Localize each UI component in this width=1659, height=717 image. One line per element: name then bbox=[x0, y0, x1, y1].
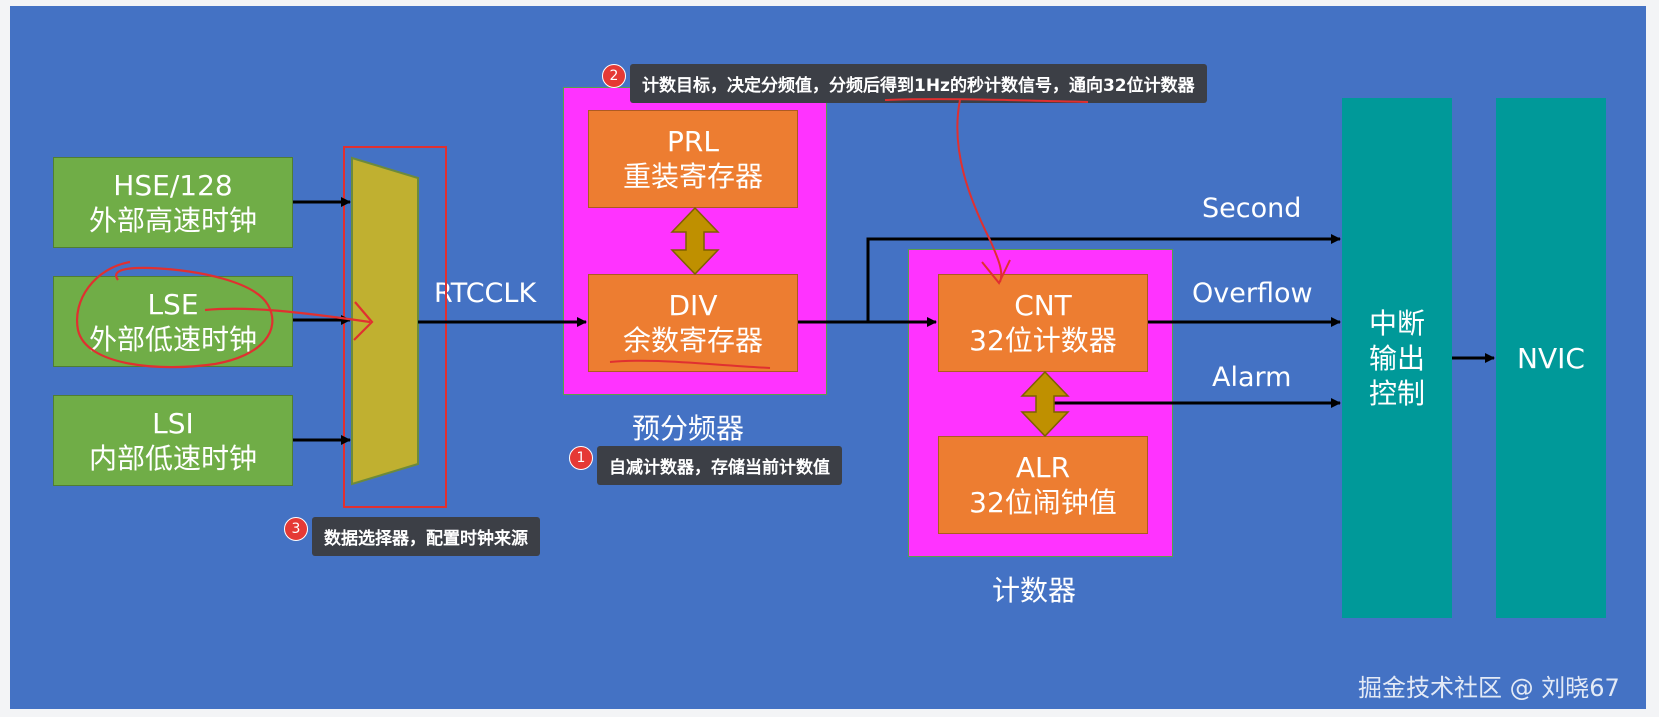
lse-desc: 外部低速时钟 bbox=[88, 322, 257, 356]
cnt-name: CNT bbox=[1014, 289, 1072, 322]
nvic-box: NVIC bbox=[1496, 98, 1606, 618]
lsi-name: LSI bbox=[152, 406, 194, 440]
cnt-register: CNT 32位计数器 bbox=[938, 274, 1148, 372]
rtcclk-label: RTCCLK bbox=[434, 278, 537, 309]
annotation-2-tooltip: 计数目标，决定分频值，分频后得到1Hz的秒计数信号，通向32位计数器 bbox=[630, 64, 1207, 103]
hse-name: HSE/128 bbox=[113, 168, 233, 202]
hse-desc: 外部高速时钟 bbox=[88, 203, 257, 237]
second-signal-arrow bbox=[866, 234, 1341, 322]
lsi-source-box: LSI 内部低速时钟 bbox=[53, 395, 293, 486]
nvic-label: NVIC bbox=[1517, 341, 1585, 375]
cnt-alr-double-arrow bbox=[1020, 370, 1070, 438]
overflow-signal-label: Overflow bbox=[1192, 278, 1313, 309]
prl-desc: 重装寄存器 bbox=[622, 160, 763, 193]
interrupt-line2: 输出 bbox=[1368, 341, 1425, 375]
annotation-3-tooltip: 数据选择器，配置时钟来源 bbox=[312, 517, 540, 556]
mux-highlight-box bbox=[343, 146, 447, 508]
lse-circle-mark bbox=[75, 260, 274, 369]
tooltip-underline-mark bbox=[884, 98, 1089, 103]
div-name: DIV bbox=[668, 289, 718, 322]
cnt-desc: 32位计数器 bbox=[969, 324, 1117, 357]
prl-div-double-arrow bbox=[670, 206, 720, 276]
lse-to-mux-mark bbox=[204, 301, 374, 341]
alr-name: ALR bbox=[1015, 451, 1071, 484]
hse-source-box: HSE/128 外部高速时钟 bbox=[53, 157, 293, 248]
annotation-1-tooltip: 自减计数器，存储当前计数值 bbox=[597, 446, 842, 485]
alr-register: ALR 32位闹钟值 bbox=[938, 436, 1148, 534]
watermark: 掘金技术社区 @ 刘晓67 bbox=[1358, 674, 1620, 702]
alr-desc: 32位闹钟值 bbox=[969, 486, 1117, 519]
lsi-desc: 内部低速时钟 bbox=[88, 441, 257, 475]
alarm-signal-label: Alarm bbox=[1212, 362, 1292, 393]
div-register: DIV 余数寄存器 bbox=[588, 274, 798, 372]
clock-mux bbox=[351, 156, 419, 486]
lse-name: LSE bbox=[147, 287, 199, 321]
prl-to-cnt-mark bbox=[956, 99, 1011, 285]
div-underline-mark bbox=[609, 359, 771, 369]
annotation-badge-2: 2 bbox=[602, 64, 626, 88]
interrupt-line1: 中断 bbox=[1368, 306, 1425, 340]
annotation-badge-1: 1 bbox=[569, 446, 593, 470]
prl-name: PRL bbox=[667, 125, 719, 158]
div-desc: 余数寄存器 bbox=[622, 324, 763, 357]
prescaler-caption: 预分频器 bbox=[632, 412, 745, 445]
second-signal-label: Second bbox=[1202, 193, 1302, 224]
interrupt-line3: 控制 bbox=[1368, 376, 1425, 410]
counter-caption: 计数器 bbox=[992, 574, 1077, 607]
interrupt-output-control: 中断 输出 控制 bbox=[1342, 98, 1452, 618]
annotation-badge-3: 3 bbox=[284, 517, 308, 541]
prl-register: PRL 重装寄存器 bbox=[588, 110, 798, 208]
